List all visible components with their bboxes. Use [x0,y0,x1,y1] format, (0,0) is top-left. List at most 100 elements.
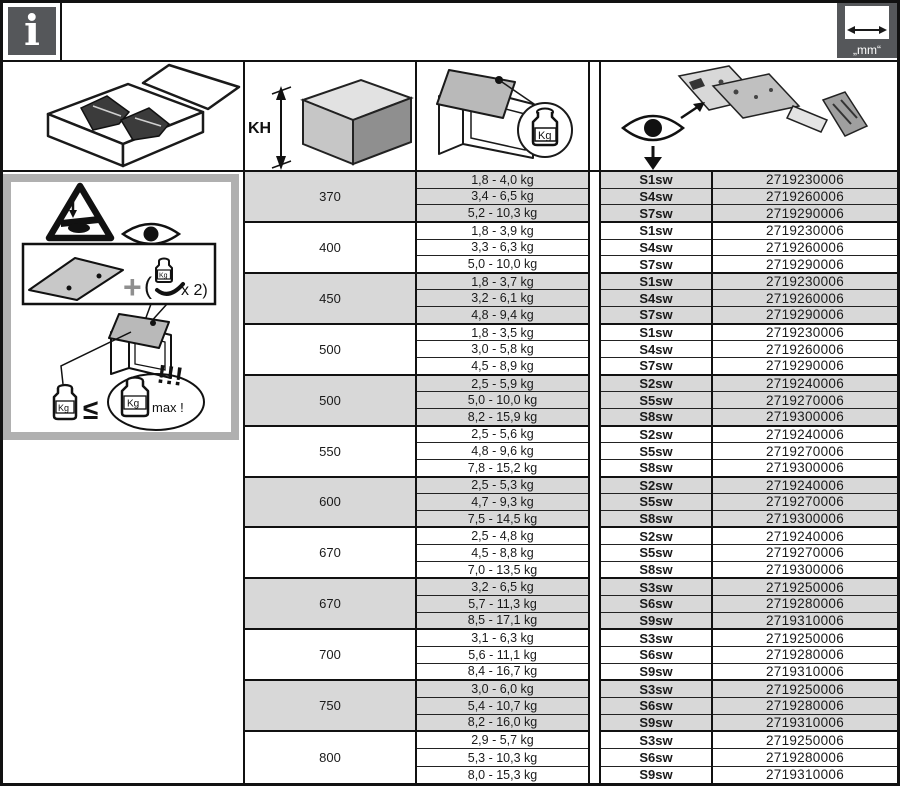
part-number-cell: 2719260006 [713,240,897,257]
lte-symbol: ≤ [83,394,98,425]
kh-value: 370 [245,172,417,223]
model-code-cell: S6sw [601,596,711,613]
weight-range-cell: 5,4 - 10,7 kg [417,697,588,715]
kh-value: 550 [245,426,417,478]
model-code-cell: S7sw [601,307,711,323]
weight-range-cell: 2,5 - 5,3 kg [417,477,588,495]
weight-range-cell: 3,1 - 6,3 kg [417,630,588,647]
part-number-cell: 2719230006 [713,172,897,189]
page-body: + ( Kg x 2) [3,172,897,783]
part-number-cell: 2719230006 [713,325,897,342]
part-number-cell: 2719250006 [713,579,897,597]
kg-label: Kg [538,130,551,142]
kh-label: KH [248,120,271,137]
small-weight-kg-label: Kg [159,273,168,280]
weight-range-cell: 5,3 - 10,3 kg [417,749,588,767]
part-number-cell: 2719250006 [713,732,897,750]
header-cabinet-height-cell: KH [245,62,417,170]
part-number-cell: 2719270006 [713,545,897,562]
model-code-cell: S9sw [601,612,711,629]
weight-range-cell: 4,8 - 9,4 kg [417,307,588,323]
table-gap [590,273,599,325]
header-front-weight-cell: Kg [417,62,590,170]
lift-mechanism-eye-icon [620,65,869,170]
kh-value: 400 [245,222,417,274]
safety-instruction-panel: + ( Kg x 2) [3,174,239,440]
part-number-cell: 2719300006 [765,460,845,476]
unit-mm-icon: „mm“ [837,3,897,58]
info-icon: i [8,7,56,55]
lever-arm-icon [155,282,185,296]
kh-value: 500 [245,375,417,427]
mm-dimension-box [845,6,889,39]
model-code-cell: S1sw [601,325,711,342]
table-gap [590,324,599,376]
part-number-cell: 2719310006 [765,767,845,783]
weight-range-cell: 2,5 - 5,9 kg [417,375,588,393]
box-with-lift-arms-icon [46,63,241,168]
part-number-cell: 2719300006 [713,510,897,527]
model-code-cell: S5sw [601,545,711,562]
weight-range-cell: 3,4 - 6,5 kg [417,188,588,206]
part-number-cell: 2719270006 [713,443,897,460]
model-code-cell: S1sw [601,172,711,189]
model-code-cell: S6sw [601,749,711,767]
max-weight-kg-label: Kg [127,399,139,410]
warning-marks: !!! [155,358,185,391]
part-number-cell: 2719240006 [713,477,897,495]
weight-range-cell: 4,8 - 9,6 kg [417,443,588,460]
table-gap [590,375,599,427]
weight-range-cell: 3,3 - 6,3 kg [417,240,588,257]
weight-range-cell: 7,5 - 14,5 kg [417,510,588,527]
weight-range-cell: 5,0 - 10,0 kg [417,392,588,409]
eye-icon [120,222,182,246]
weight-range-cell: 8,2 - 15,9 kg [417,408,588,425]
part-number-cell: 2719250006 [713,681,897,698]
header-gap [590,62,599,170]
left-column: + ( Kg x 2) [3,172,245,783]
model-code-cell: S8sw [639,460,673,476]
kh-value: 670 [245,528,417,580]
part-number-cell: 2719290006 [765,256,845,272]
model-code-cell: S1sw [601,223,711,240]
max-weight-icon: Kg [120,376,150,418]
weight-range-cell: 5,7 - 11,3 kg [417,596,588,613]
mm-label: „mm“ [853,43,881,57]
model-code-cell: S6sw [601,697,711,715]
front-weight-icon: Kg [52,383,78,421]
weight-range-cell: 7,8 - 15,2 kg [467,460,538,475]
kh-value: 600 [245,477,417,529]
part-number-cell: 2719290006 [713,307,897,323]
table-gap [590,426,599,478]
model-code-cell: S6sw [601,647,711,664]
part-number-cell: 2719310006 [713,612,897,629]
model-code-cell: S2sw [601,375,711,393]
weight-range-cell: 2,5 - 5,6 kg [417,427,588,444]
header-model-identify-cell [599,62,897,170]
table-gap [590,579,599,631]
part-number-cell: 2719310006 [765,663,845,679]
top-strip: i „mm“ [3,3,897,62]
